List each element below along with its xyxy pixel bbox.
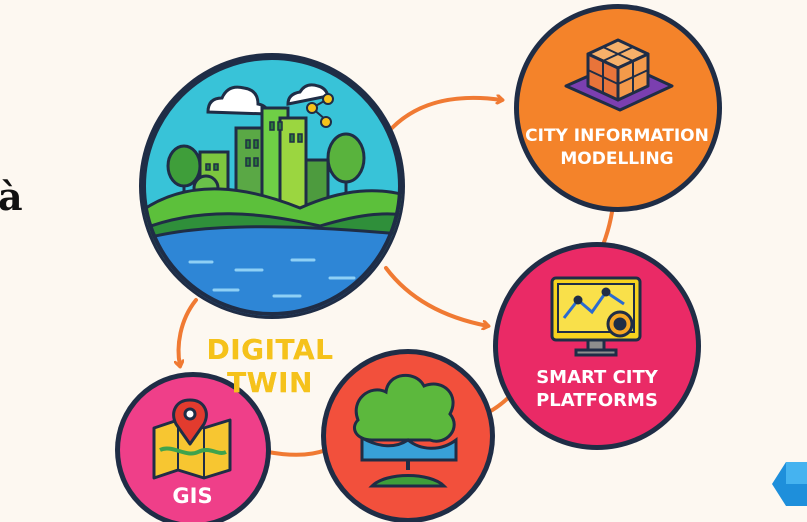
node-label-gis: GIS	[145, 485, 240, 508]
node-smart-city-platforms	[493, 242, 701, 450]
hub-title-line-1: DIGITAL	[206, 333, 334, 366]
node-label-cim-line-1: CITY INFORMATION	[525, 126, 709, 146]
node-label-scp-line-2: PLATFORMS	[536, 390, 658, 411]
cube-icon	[564, 38, 674, 112]
hub-title: DIGITAL TWIN	[188, 333, 352, 399]
node-label-scp-line-1: SMART CITY	[536, 367, 658, 388]
node-gis	[115, 372, 271, 522]
corner-hexagon-icon	[772, 462, 807, 506]
arrow-hub-to-scp	[384, 266, 488, 326]
hub-node-digital-twin	[139, 53, 405, 319]
node-label-cim: CITY INFORMATION MODELLING	[520, 125, 714, 171]
arrow-gis-to-env	[266, 448, 328, 457]
arrow-hub-to-cim	[390, 98, 502, 130]
map-pin-icon	[152, 398, 232, 480]
node-city-information-modelling	[514, 4, 722, 212]
node-label-gis-line-1: GIS	[172, 484, 213, 508]
node-label-cim-line-2: MODELLING	[560, 149, 674, 169]
tree-landscape-icon	[353, 373, 458, 488]
side-glyph: à	[0, 174, 23, 219]
node-environment	[321, 349, 495, 522]
hub-title-line-2: TWIN	[227, 366, 313, 399]
node-label-scp: SMART CITY PLATFORMS	[507, 366, 687, 412]
dashboard-monitor-icon	[550, 276, 642, 357]
arrow-hub-to-gis	[179, 298, 198, 366]
